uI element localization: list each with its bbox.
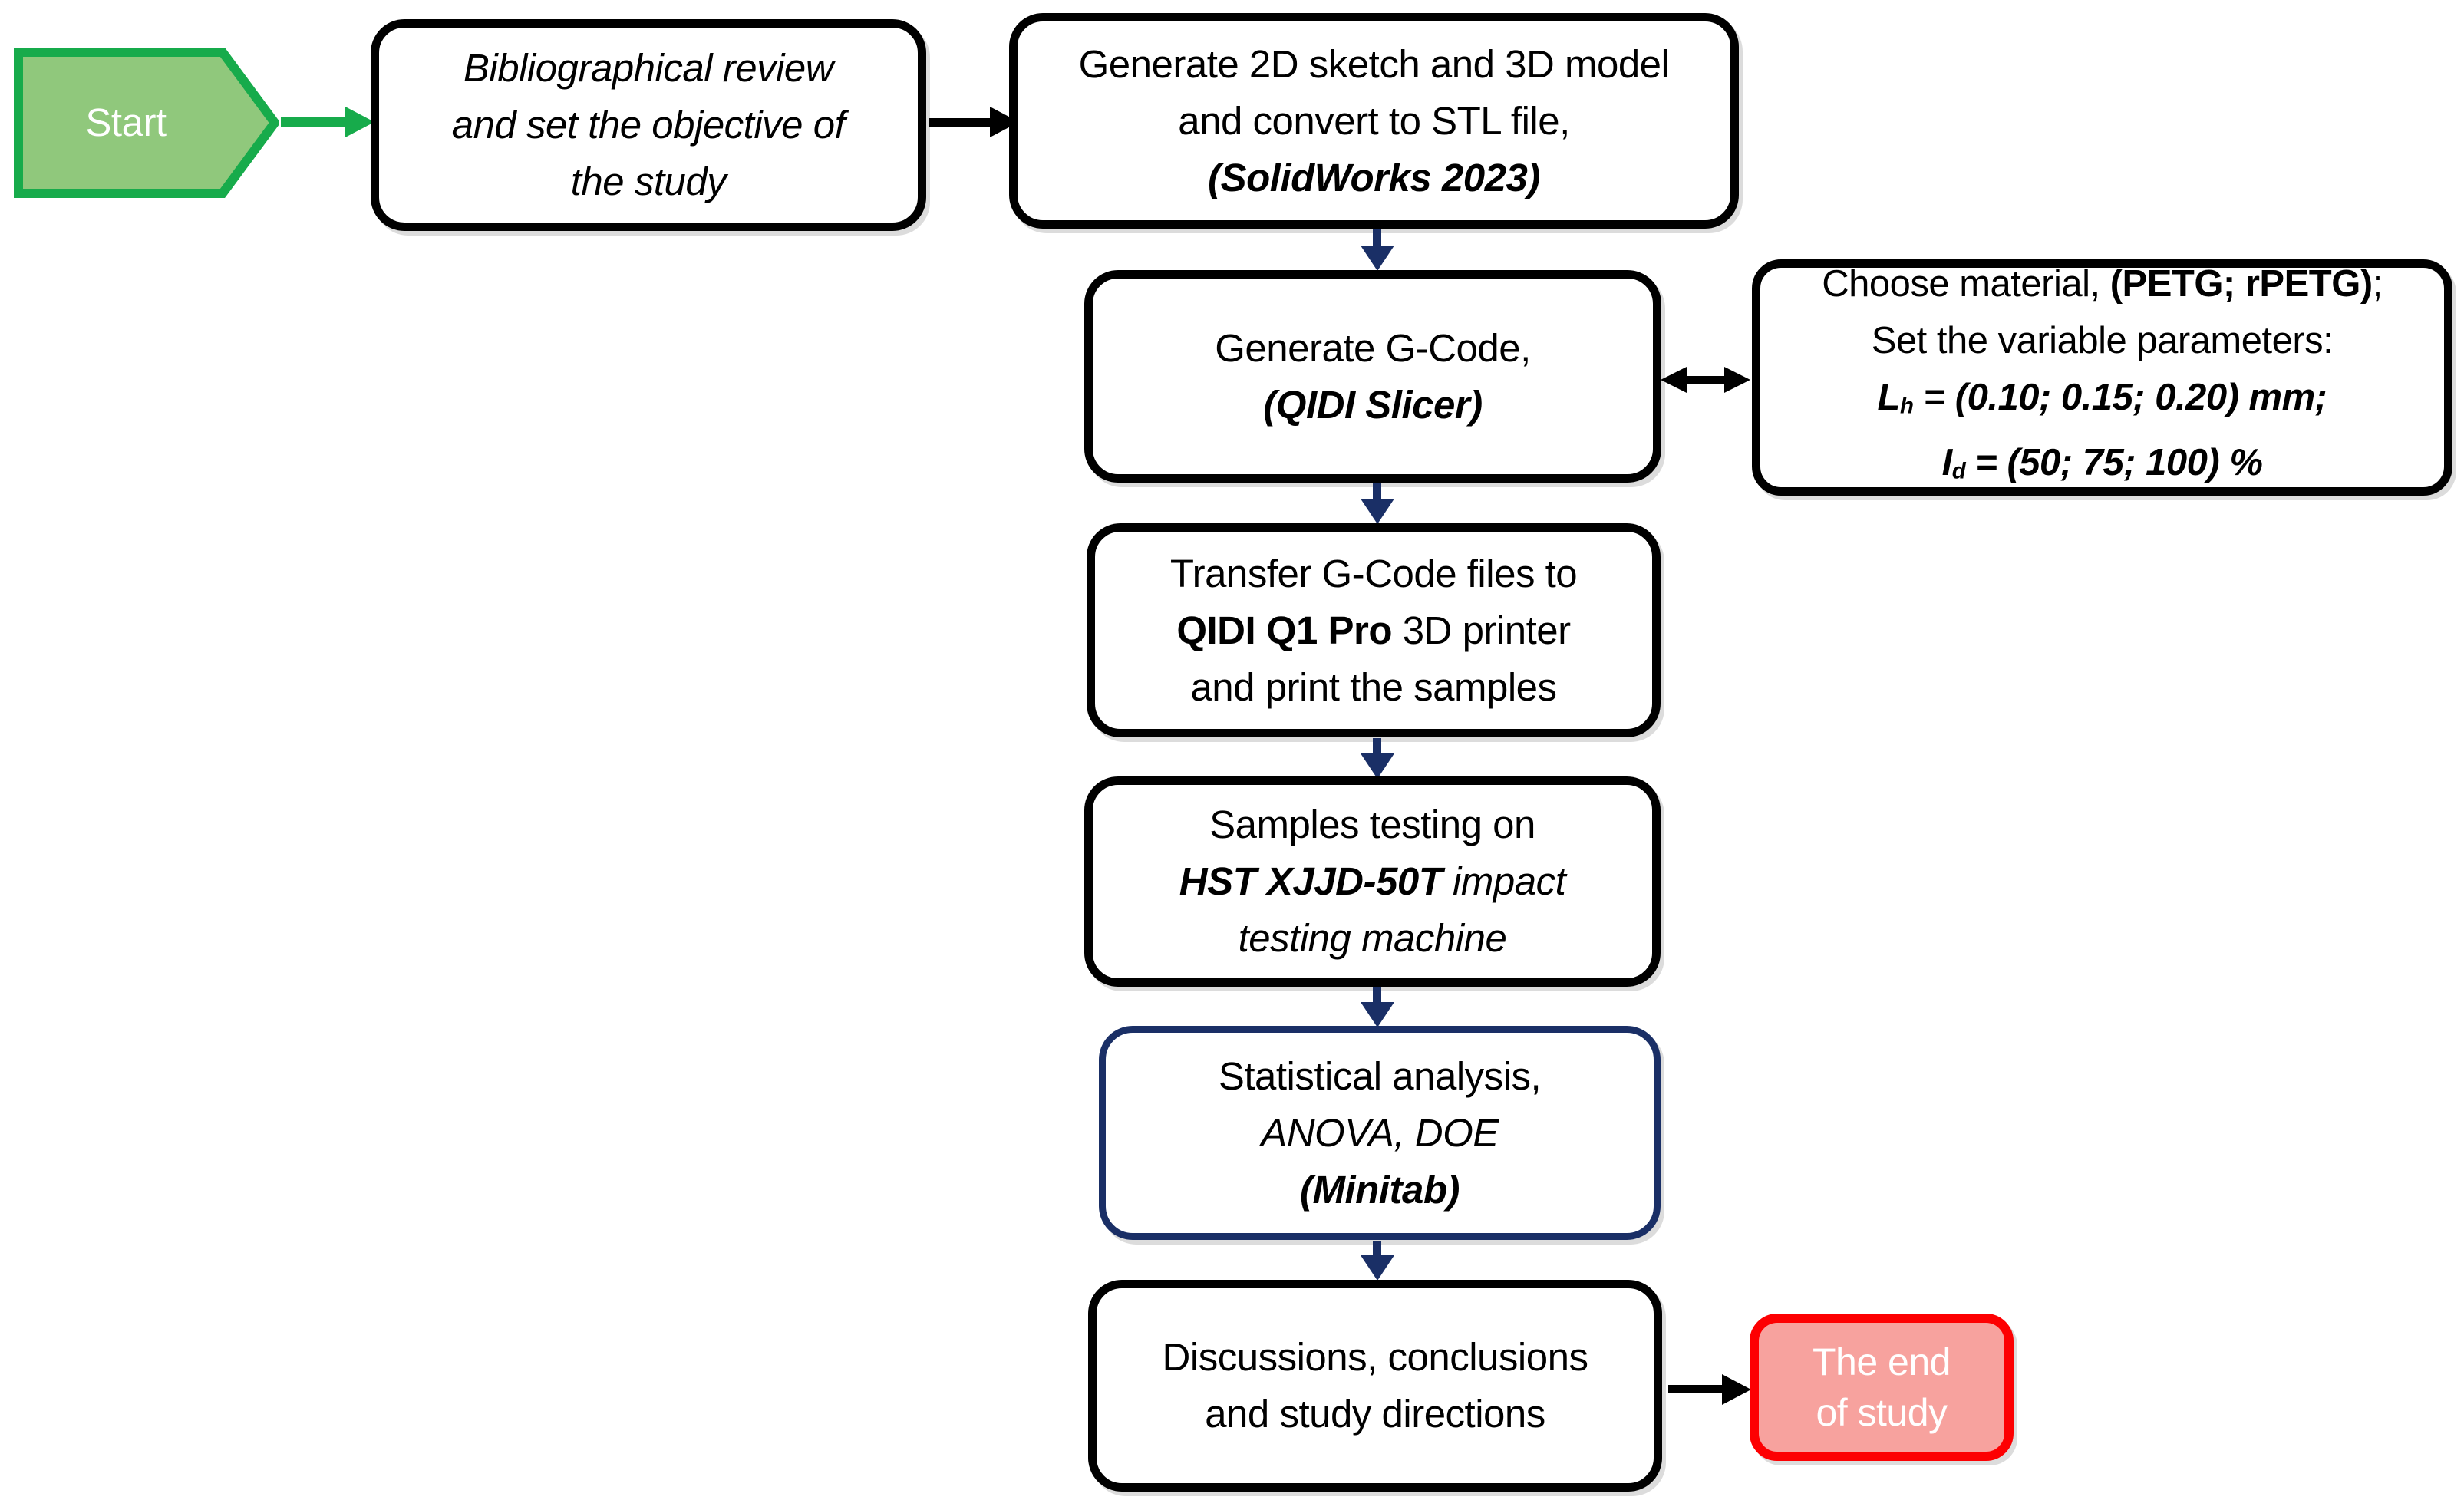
start-node-label: Start bbox=[85, 101, 167, 144]
text-line: (QIDI Slicer) bbox=[1263, 377, 1483, 434]
start-pentagon-polygon bbox=[14, 48, 279, 198]
text-line: Transfer G-Code files to bbox=[1169, 546, 1578, 602]
text-segment: The end bbox=[1813, 1340, 1951, 1383]
process-box-transfer-gcode: Transfer G-Code files to QIDI Q1 Pro 3D … bbox=[1087, 523, 1661, 737]
text-line: Lh = (0.10; 0.15; 0.20) mm; bbox=[1878, 369, 2327, 434]
text-segment: Discussions, conclusions bbox=[1162, 1335, 1588, 1379]
process-box-discussions-conclusions: Discussions, conclusions and study direc… bbox=[1088, 1280, 1662, 1492]
text-line: and print the samples bbox=[1190, 659, 1557, 716]
text-line: and set the objective of bbox=[452, 97, 846, 153]
arrow-review-to-sketch-shaft bbox=[929, 118, 991, 127]
text-line: Generate G-Code, bbox=[1215, 320, 1531, 377]
text-segment: and print the samples bbox=[1190, 664, 1557, 709]
text-line: of study bbox=[1816, 1387, 1948, 1438]
arrow-transfer-to-testing-head bbox=[1361, 753, 1394, 779]
arrow-gcode-material-shaft bbox=[1684, 376, 1726, 384]
process-box-bibliographical-review: Bibliographical review and set the objec… bbox=[371, 19, 926, 231]
text-line: Discussions, conclusions bbox=[1163, 1329, 1588, 1386]
text-segment: (Minitab) bbox=[1300, 1167, 1460, 1212]
text-segment: (SolidWorks 2023) bbox=[1208, 155, 1540, 199]
text-line: and convert to STL file, bbox=[1178, 93, 1570, 150]
process-box-samples-testing: Samples testing on HST XJJD-50T impact t… bbox=[1084, 776, 1661, 987]
text-segment: of study bbox=[1816, 1391, 1948, 1434]
arrow-gcode-to-transfer-head bbox=[1361, 499, 1394, 524]
arrow-stats-to-discussion-shaft bbox=[1373, 1241, 1381, 1257]
text-segment: Statistical analysis, bbox=[1218, 1053, 1542, 1098]
text-line: HST XJJD-50T impact bbox=[1179, 853, 1566, 910]
text-line: ANOVA, DOE bbox=[1261, 1105, 1499, 1162]
arrow-start-to-review-head bbox=[345, 107, 374, 137]
process-box-generate-sketch: Generate 2D sketch and 3D model and conv… bbox=[1009, 13, 1739, 229]
start-node: Start bbox=[14, 48, 238, 198]
arrow-discussion-to-end-head bbox=[1722, 1374, 1751, 1405]
arrow-start-to-review-shaft bbox=[281, 117, 347, 127]
text-segment: Samples testing on bbox=[1209, 803, 1535, 846]
text-line: Choose material, (PETG; rPETG); bbox=[1822, 256, 2383, 312]
arrow-gcode-material-left-head bbox=[1661, 367, 1687, 393]
text-segment: Bibliographical review bbox=[463, 46, 834, 90]
text-line: and study directions bbox=[1205, 1386, 1545, 1442]
text-segment: Generate 2D sketch and 3D model bbox=[1078, 41, 1670, 86]
arrow-testing-to-stats-shaft bbox=[1373, 987, 1381, 1004]
arrow-sketch-to-gcode-head bbox=[1361, 246, 1394, 271]
text-segment: (PETG; rPETG) bbox=[2109, 262, 2373, 305]
text-segment: testing machine bbox=[1238, 916, 1507, 960]
arrow-stats-to-discussion-head bbox=[1361, 1255, 1394, 1281]
arrow-transfer-to-testing-shaft bbox=[1373, 738, 1381, 755]
text-segment: Transfer G-Code files to bbox=[1169, 551, 1578, 595]
text-segment: I bbox=[1941, 442, 1953, 483]
text-segment: (QIDI Slicer) bbox=[1263, 382, 1483, 427]
text-line: The end bbox=[1813, 1337, 1951, 1387]
start-pentagon-shape bbox=[14, 48, 279, 198]
text-segment: Set the variable parameters: bbox=[1871, 319, 2334, 361]
arrow-testing-to-stats-head bbox=[1361, 1002, 1394, 1027]
text-segment: HST XJJD-50T bbox=[1179, 859, 1443, 903]
text-segment: ANOVA, DOE bbox=[1261, 1110, 1499, 1155]
text-segment: and study directions bbox=[1205, 1392, 1545, 1436]
text-line: Statistical analysis, bbox=[1218, 1048, 1542, 1105]
text-line: the study bbox=[570, 153, 727, 210]
text-line: Bibliographical review bbox=[463, 40, 834, 97]
text-segment: Choose material, bbox=[1822, 262, 2110, 305]
text-segment: = (0.10; 0.15; 0.20) mm; bbox=[1913, 376, 2327, 418]
process-box-choose-material: Choose material, (PETG; rPETG); Set the … bbox=[1752, 259, 2452, 496]
text-segment: and convert to STL file, bbox=[1178, 98, 1570, 143]
arrow-gcode-material-right-head bbox=[1724, 367, 1750, 393]
text-segment: Generate G-Code, bbox=[1215, 325, 1531, 370]
text-line: Set the variable parameters: bbox=[1872, 312, 2334, 369]
end-node: The end of study bbox=[1750, 1314, 2014, 1461]
process-box-generate-gcode: Generate G-Code, (QIDI Slicer) bbox=[1084, 270, 1661, 483]
text-segment: and set the objective of bbox=[451, 103, 846, 147]
arrow-sketch-to-gcode-shaft bbox=[1373, 229, 1381, 247]
text-line: Generate 2D sketch and 3D model bbox=[1079, 36, 1670, 93]
text-line: (SolidWorks 2023) bbox=[1208, 150, 1540, 206]
text-line: Id = (50; 75; 100) % bbox=[1942, 434, 2263, 499]
text-line: (Minitab) bbox=[1300, 1162, 1460, 1218]
text-segment: the study bbox=[570, 160, 727, 203]
text-line: QIDI Q1 Pro 3D printer bbox=[1176, 602, 1571, 659]
text-segment: ; bbox=[2372, 262, 2383, 305]
text-line: Samples testing on bbox=[1209, 796, 1535, 853]
text-segment: QIDI Q1 Pro bbox=[1176, 608, 1393, 652]
subscript-segment: h bbox=[1899, 393, 1914, 418]
text-segment: 3D printer bbox=[1392, 608, 1571, 652]
text-line: testing machine bbox=[1239, 910, 1507, 967]
text-segment: impact bbox=[1442, 859, 1566, 903]
arrow-gcode-to-transfer-shaft bbox=[1373, 483, 1381, 500]
process-box-statistical-analysis: Statistical analysis, ANOVA, DOE (Minita… bbox=[1099, 1026, 1661, 1240]
text-segment: = (50; 75; 100) % bbox=[1965, 442, 2263, 483]
text-segment: L bbox=[1877, 376, 1901, 418]
arrow-discussion-to-end-shaft bbox=[1668, 1385, 1723, 1393]
subscript-segment: d bbox=[1951, 458, 1966, 484]
